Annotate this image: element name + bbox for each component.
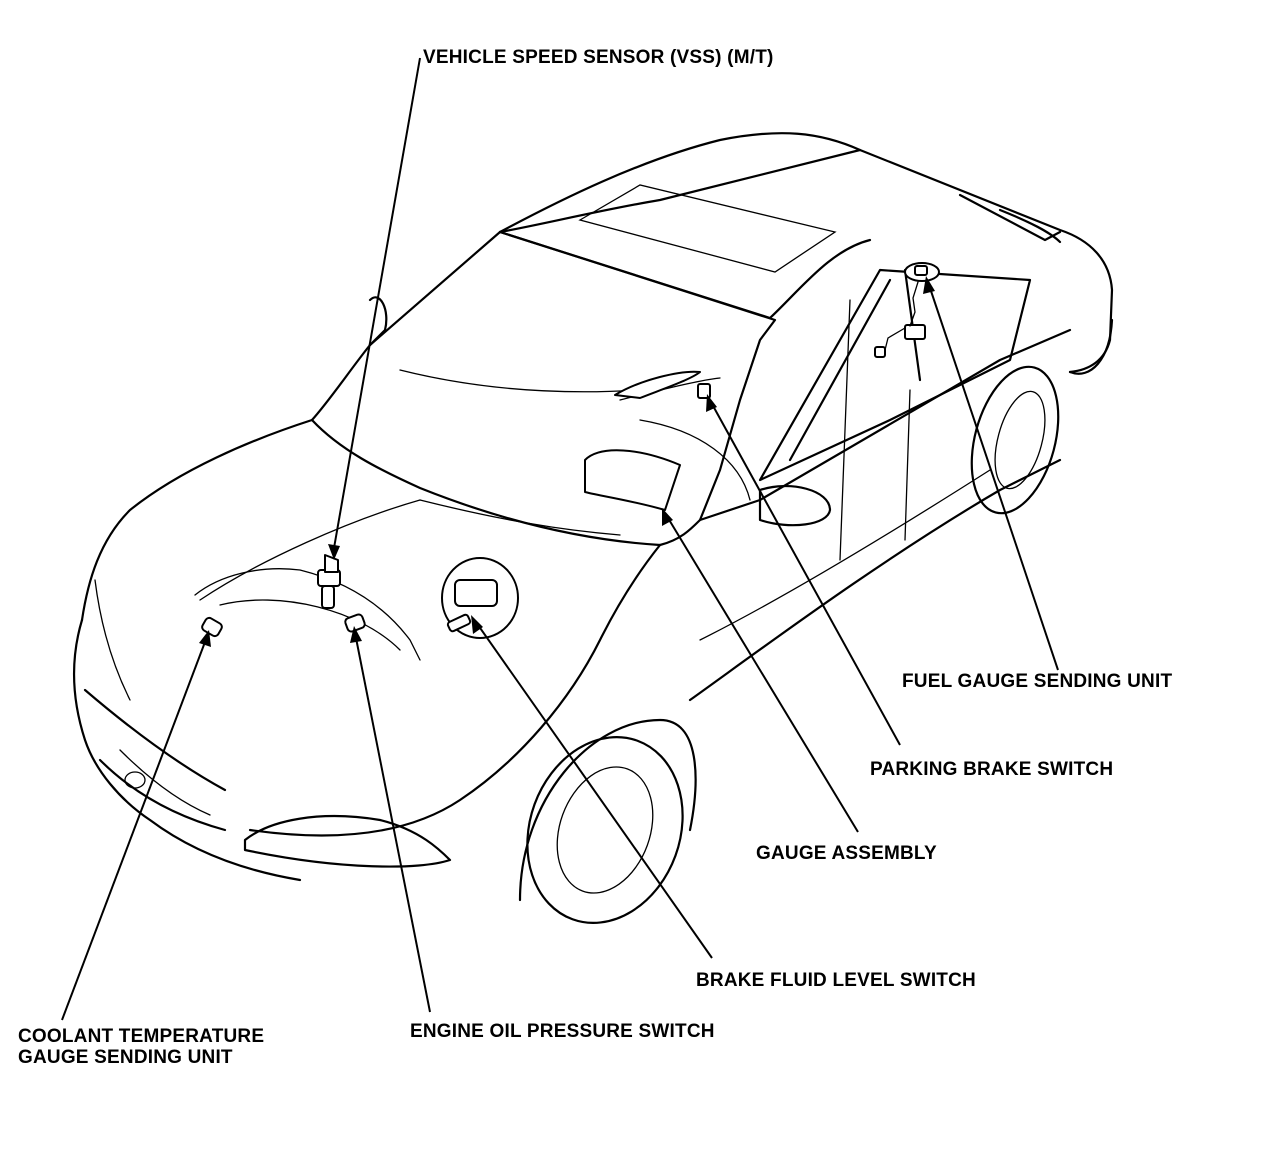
label-gauge-assembly: GAUGE ASSEMBLY [756, 843, 937, 864]
component-vss [317, 554, 341, 609]
label-coolant-temperature-line2: GAUGE SENDING UNIT [18, 1047, 233, 1068]
label-vehicle-speed-sensor: VEHICLE SPEED SENSOR (VSS) (M/T) [423, 47, 774, 68]
car-body [72, 132, 1114, 924]
component-fuel-gauge-unit [874, 262, 940, 358]
leader-lines [61, 57, 1059, 1021]
label-parking-brake-switch: PARKING BRAKE SWITCH [870, 759, 1114, 780]
component-parking-brake-switch [614, 370, 711, 399]
label-brake-fluid-level-switch: BRAKE FLUID LEVEL SWITCH [696, 970, 976, 991]
component-gauge-assembly [584, 449, 681, 511]
label-engine-oil-pressure-switch: ENGINE OIL PRESSURE SWITCH [410, 1021, 715, 1042]
label-fuel-gauge-sending-unit: FUEL GAUGE SENDING UNIT [902, 671, 1173, 692]
component-coolant-sending-unit [201, 616, 223, 638]
component-engine-oil-switch [344, 613, 366, 633]
component-brake-fluid-reservoir [441, 557, 519, 639]
label-coolant-temperature-line1: COOLANT TEMPERATURE [18, 1026, 265, 1047]
